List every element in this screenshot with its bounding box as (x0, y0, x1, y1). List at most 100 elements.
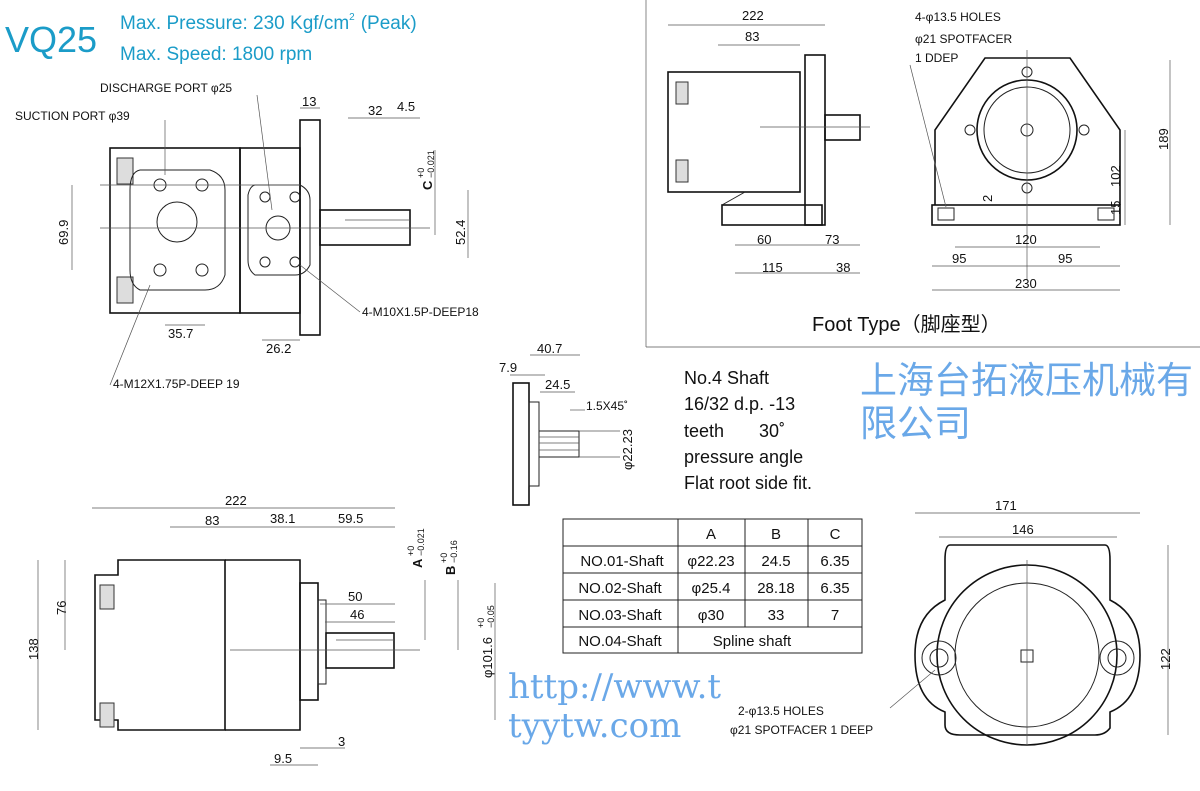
svg-text:teeth 30˚: teeth 30˚ (684, 421, 785, 441)
dim-spline-dia: φ22.23 (620, 429, 635, 470)
svg-text:NO.02-Shaft: NO.02-Shaft (578, 580, 662, 597)
foot-holes-label-2: φ21 SPOTFACER (915, 32, 1012, 46)
dim-101-6: φ101.6 +0 −0.05 (476, 605, 496, 678)
dim-120: 120 (1015, 232, 1037, 247)
dim-83-side: 83 (205, 513, 219, 528)
svg-text:pressure angle: pressure angle (684, 447, 803, 467)
dim-b: B +0 −0.16 (439, 540, 459, 575)
svg-text:φ22.23: φ22.23 (687, 553, 734, 570)
dim-4-5: 4.5 (397, 99, 415, 114)
suction-thread-label: 4-M12X1.75P-DEEP 19 (113, 377, 240, 391)
dim-2: 2 (980, 195, 995, 202)
foot-holes-label-1: 4-φ13.5 HOLES (915, 10, 1001, 24)
dim-122: 122 (1158, 648, 1173, 670)
dim-38: 38 (836, 260, 850, 275)
svg-text:−0.16: −0.16 (449, 540, 459, 563)
dim-32: 32 (368, 103, 382, 118)
dim-9-5: 9.5 (274, 751, 292, 766)
dim-59-5: 59.5 (338, 511, 363, 526)
dim-76: 76 (54, 601, 69, 615)
svg-text:−0.05: −0.05 (486, 605, 496, 628)
svg-text:Flat root side fit.: Flat root side fit. (684, 473, 812, 493)
dim-46: 46 (350, 607, 364, 622)
dim-102: 102 (1108, 165, 1123, 187)
table-header-a: A (706, 526, 716, 543)
svg-text:φ101.6: φ101.6 (480, 637, 495, 678)
dim-26-2: 26.2 (266, 341, 291, 356)
dim-222-side: 222 (225, 493, 247, 508)
watermark-company: 上海台拓液压机械有限公司 (860, 359, 1193, 445)
discharge-port-label: DISCHARGE PORT φ25 (100, 81, 232, 95)
svg-text:C: C (420, 180, 435, 190)
dim-40-7: 40.7 (537, 341, 562, 356)
dim-138: 138 (26, 638, 41, 660)
svg-text:No.4 Shaft: No.4 Shaft (684, 368, 769, 388)
dim-189: 189 (1156, 128, 1171, 150)
foot-holes-label-3: 1 DDEP (915, 51, 958, 65)
dim-7-9: 7.9 (499, 360, 517, 375)
spline-notes: No.4 Shaft 16/32 d.p. -13 teeth 30˚ pres… (684, 368, 812, 493)
discharge-thread-label: 4-M10X1.5P-DEEP18 (362, 305, 479, 319)
dim-50: 50 (348, 589, 362, 604)
svg-text:28.18: 28.18 (757, 580, 795, 597)
dim-13: 13 (302, 94, 316, 109)
suction-port-label: SUCTION PORT φ39 (15, 109, 130, 123)
svg-text:7: 7 (831, 607, 839, 624)
dim-3: 3 (338, 734, 345, 749)
dim-a: A +0 −0.021 (406, 528, 426, 568)
dim-95-left: 95 (952, 251, 966, 266)
dim-95-right: 95 (1058, 251, 1072, 266)
svg-text:16/32 d.p. -13: 16/32 d.p. -13 (684, 394, 795, 414)
dim-115: 115 (762, 260, 783, 275)
svg-text:+0: +0 (476, 618, 486, 628)
foot-front-view (909, 50, 1171, 291)
svg-text:+0: +0 (416, 168, 426, 178)
svg-text:6.35: 6.35 (820, 553, 849, 570)
table-header-c: C (830, 526, 841, 543)
flange-holes-label-2: φ21 SPOTFACER 1 DEEP (730, 723, 873, 737)
dim-222-top: 222 (742, 8, 764, 23)
dim-171: 171 (995, 498, 1017, 513)
dim-15: 15 (1108, 201, 1123, 215)
svg-text:B: B (443, 566, 458, 575)
dim-146: 146 (1012, 522, 1034, 537)
svg-text:φ25.4: φ25.4 (692, 580, 731, 597)
svg-text:+0: +0 (439, 553, 449, 563)
front-view (71, 94, 469, 386)
svg-text:NO.01-Shaft: NO.01-Shaft (580, 553, 664, 570)
table-header-b: B (771, 526, 781, 543)
max-speed: Max. Speed: 1800 rpm (120, 44, 312, 65)
dim-69-9: 69.9 (56, 220, 71, 245)
flange-view (889, 512, 1169, 746)
chamfer-label: 1.5X45˚ (586, 399, 628, 413)
dim-83-top: 83 (745, 29, 759, 44)
svg-text:A: A (410, 558, 425, 568)
dim-35-7: 35.7 (168, 326, 193, 341)
svg-text:−0.021: −0.021 (426, 150, 436, 178)
flange-holes-label-1: 2-φ13.5 HOLES (738, 704, 824, 718)
side-view (37, 507, 496, 766)
table-row: NO.04-Shaft Spline shaft (578, 633, 792, 650)
max-pressure: Max. Pressure: 230 Kgf/cm2(Peak) (120, 12, 417, 34)
dim-c: C +0 −0.021 (416, 150, 436, 190)
watermark-url: http://www.ttyytw.com (508, 667, 722, 747)
dim-60: 60 (757, 232, 771, 247)
svg-text:6.35: 6.35 (820, 580, 849, 597)
model-title: VQ25 (5, 19, 97, 60)
svg-text:φ30: φ30 (698, 607, 724, 624)
dim-38-1: 38.1 (270, 511, 295, 526)
table-row: NO.02-Shaft φ25.4 28.18 6.35 (578, 580, 849, 597)
svg-text:−0.021: −0.021 (416, 528, 426, 556)
dim-73: 73 (825, 232, 839, 247)
dim-24-5: 24.5 (545, 377, 570, 392)
svg-text:NO.04-Shaft: NO.04-Shaft (578, 633, 662, 650)
svg-text:+0: +0 (406, 546, 416, 556)
svg-text:NO.03-Shaft: NO.03-Shaft (578, 607, 662, 624)
foot-type-title: Foot Type（脚座型） (812, 313, 1001, 336)
svg-text:Spline shaft: Spline shaft (713, 633, 792, 650)
